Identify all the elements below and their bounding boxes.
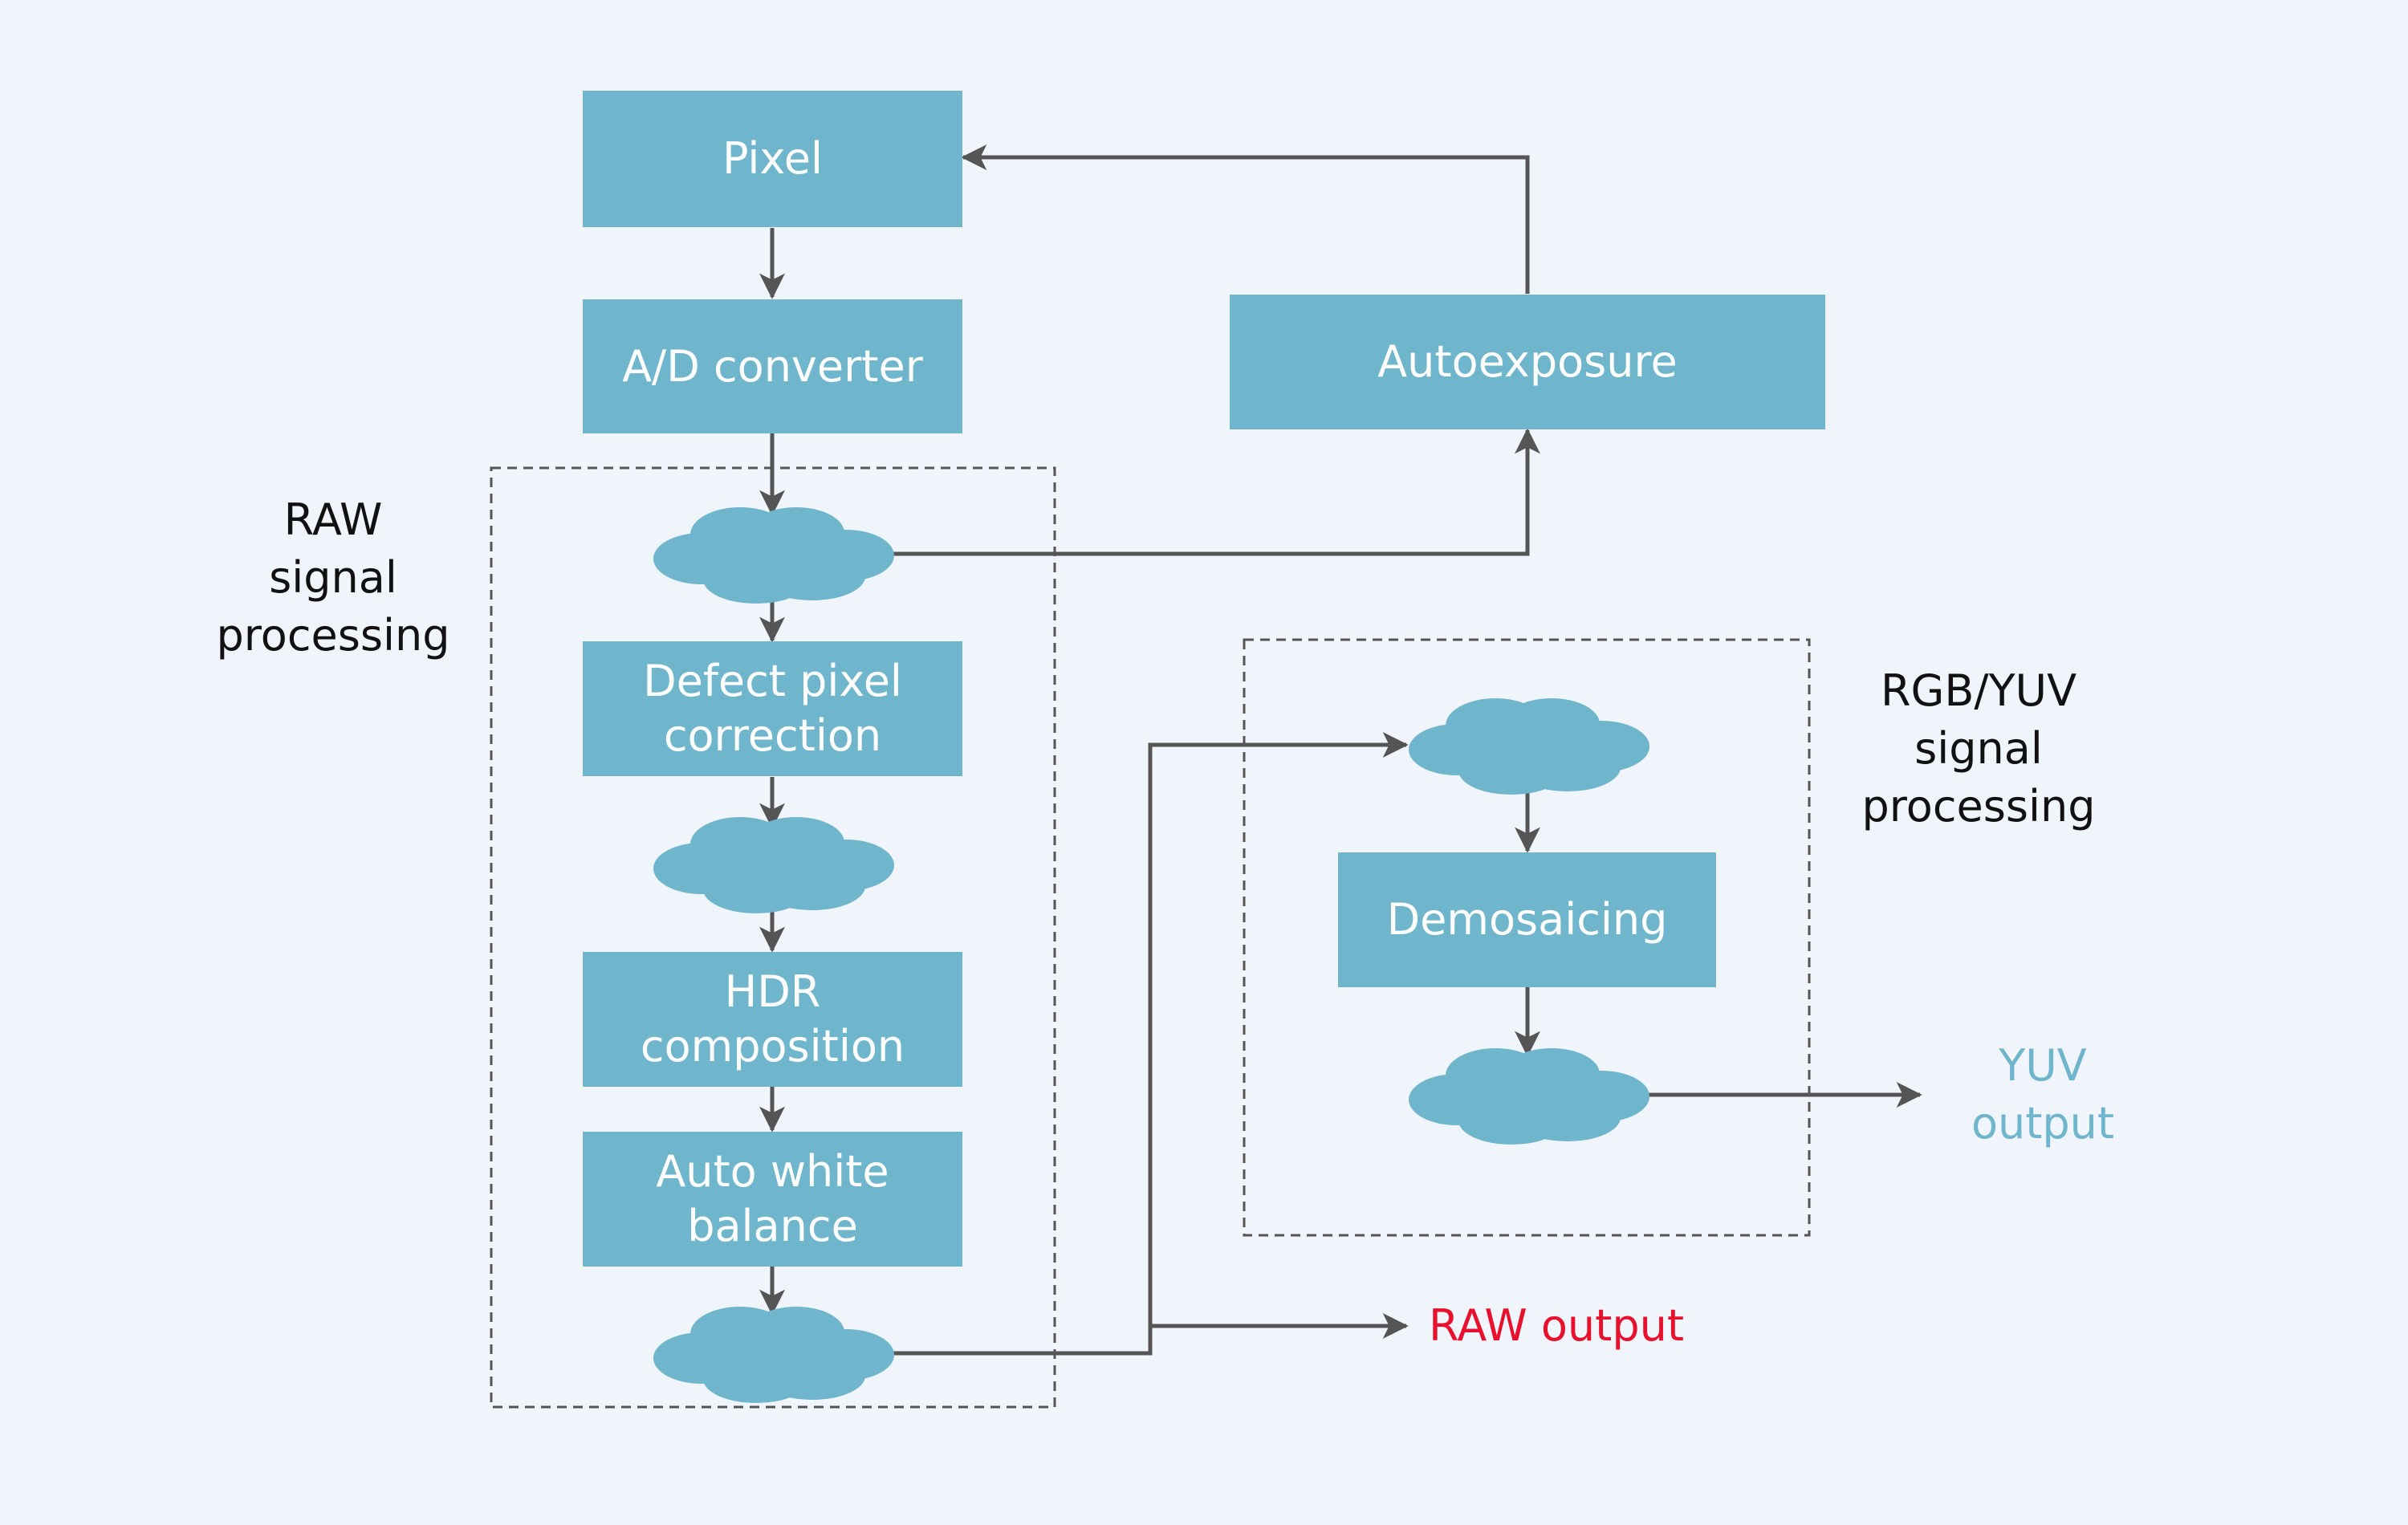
cloud-icon — [653, 507, 894, 604]
wire-cloud-3-to-demosaic-input — [891, 732, 1409, 1356]
wire-cloud-1-to-autoexposure — [891, 428, 1540, 556]
auto-white-balance-block: Auto white balance — [583, 1132, 962, 1267]
cloud-icon — [1409, 1048, 1649, 1145]
autoexposure-block: Autoexposure — [1230, 295, 1825, 429]
rgb-yuv-group-label: RGB/YUV signal processing — [1861, 665, 2096, 832]
yuv-output-label: YUV output — [1971, 1040, 2115, 1149]
rgb-yuv-group-border — [1243, 638, 1811, 1237]
raw-group-label: RAW signal processing — [216, 494, 450, 661]
hdr-composition-block: HDR composition — [583, 952, 962, 1087]
raw-output-label: RAW output — [1429, 1300, 1684, 1351]
cloud-icon — [653, 1307, 894, 1403]
cloud-icon — [1409, 698, 1649, 795]
wire-autoexposure-to-pixel — [961, 144, 1530, 294]
pixel-block: Pixel — [583, 91, 962, 227]
ad-converter-block: A/D converter — [583, 299, 962, 433]
cloud-icon — [653, 817, 894, 913]
demosaicing-block: Demosaicing — [1338, 852, 1716, 987]
defect-pixel-correction-block: Defect pixel correction — [583, 641, 962, 776]
